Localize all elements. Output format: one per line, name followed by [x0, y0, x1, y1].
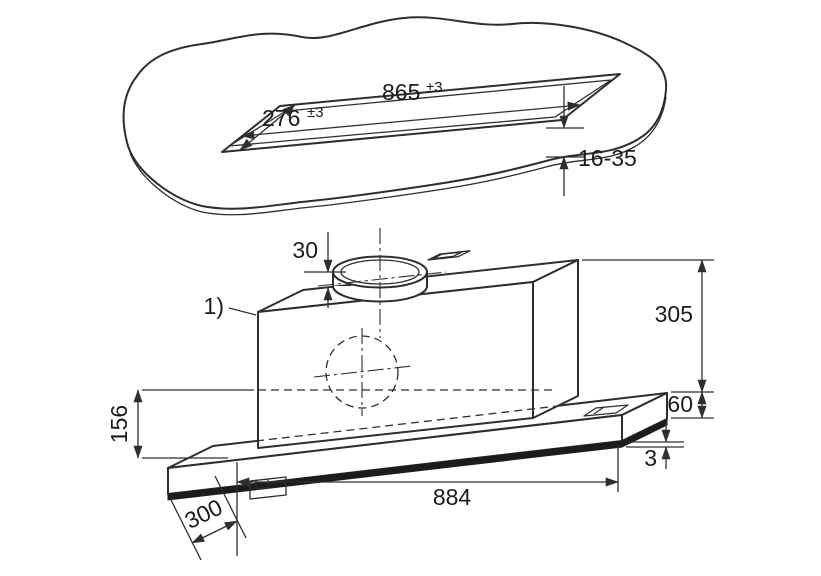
junction-box	[427, 250, 471, 261]
body-depth-value: 300	[181, 494, 227, 534]
cutout-width-tolerance: ±3	[426, 79, 443, 96]
cutout-width-dimension-line	[241, 101, 581, 140]
cutout-width-value: 865	[382, 79, 420, 105]
collar-horizontal-centerline	[317, 271, 447, 287]
body-width-value: 884	[433, 484, 472, 510]
right-mounting-bracket-notch	[593, 406, 605, 415]
collar-height-value: 30	[292, 237, 318, 263]
right-mounting-bracket	[583, 404, 629, 417]
dimension-cutout-width: 865 ±3	[241, 79, 581, 140]
dimension-left-height: 156	[106, 389, 254, 459]
dimension-cutout-depth: 276 ±3	[239, 104, 324, 151]
hidden-base-rear-edge	[255, 405, 559, 442]
body-height-value: 305	[655, 301, 693, 327]
dimension-body-width: 884	[236, 445, 619, 556]
template-outer-edge	[122, 16, 668, 210]
panel-thickness-value: 16-35	[578, 145, 637, 171]
depth-front-extension	[169, 497, 202, 561]
cutout-template-view: 865 ±3 276 ±3 16-35	[122, 16, 668, 216]
cutout-depth-tolerance: ±3	[307, 104, 324, 121]
dimension-right-stack: 305 60 3	[582, 259, 714, 471]
bottom-panel-thickness-value: 3	[644, 445, 657, 471]
junction-box-inner	[432, 251, 463, 260]
depth-back-extension	[214, 475, 247, 539]
callout-1-label: 1)	[204, 293, 224, 319]
cutout-depth-value: 276	[262, 105, 300, 131]
dimension-panel-thickness: 16-35	[546, 86, 637, 196]
callout-1: 1)	[204, 293, 257, 319]
duct-collar	[317, 228, 447, 338]
callout-1-leader-line	[228, 307, 257, 316]
bottom-panel-right-edge	[621, 418, 668, 448]
body-right-face	[532, 259, 579, 419]
body-front-face	[257, 281, 534, 449]
depth-dimension-line	[191, 520, 238, 544]
template-edge-thickness-line	[129, 96, 667, 216]
hood-body-view: 1) 30 305 60 3	[106, 228, 714, 561]
cutout-depth-dimension-line	[239, 104, 296, 151]
blower-horizontal-centerline	[313, 365, 413, 378]
left-height-value: 156	[106, 405, 132, 443]
dimension-collar-height: 30	[292, 232, 346, 308]
frame-height-value: 60	[667, 391, 693, 417]
